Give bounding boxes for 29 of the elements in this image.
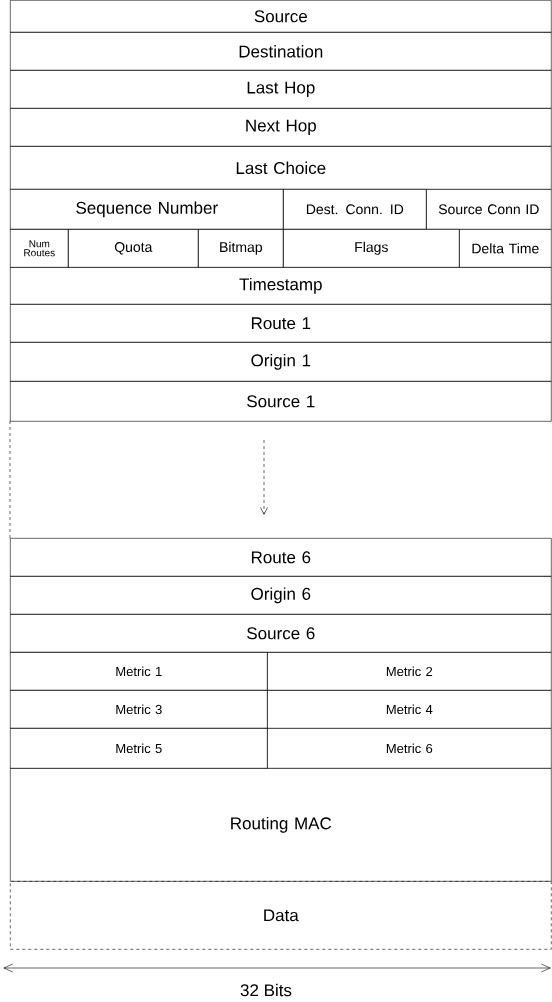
field-cell: Last Hop <box>10 70 552 109</box>
field-cell: Origin 1 <box>10 342 552 382</box>
field-cell: Quota <box>68 229 199 268</box>
field-cell: Num Routes <box>10 229 69 268</box>
field-cell: Metric 2 <box>267 652 552 691</box>
field-cell: Sequence Number <box>10 189 284 230</box>
field-cell: Source <box>10 0 552 33</box>
field-cell: Origin 6 <box>10 576 552 615</box>
field-cell: Metric 4 <box>267 690 552 729</box>
field-cell: Delta Time <box>459 229 552 268</box>
field-cell: Metric 5 <box>10 728 268 769</box>
field-cell: Destination <box>10 32 552 71</box>
field-cell: Route 6 <box>10 538 552 577</box>
field-cell: Routing MAC <box>10 768 552 882</box>
field-cell: Flags <box>283 229 460 268</box>
field-cell: Bitmap <box>198 229 284 268</box>
field-cell: Source 6 <box>10 614 552 653</box>
field-cell: Metric 1 <box>10 652 268 691</box>
field-cell: Last Choice <box>10 146 552 190</box>
field-cell: Timestamp <box>10 267 552 305</box>
field-cell: Next Hop <box>10 108 552 147</box>
field-cell: Route 1 <box>10 304 552 343</box>
field-cell: Source Conn ID <box>426 189 552 230</box>
field-cell: Metric 6 <box>267 728 552 769</box>
field-cell: Source 1 <box>10 381 552 422</box>
field-cell: Data <box>10 881 552 950</box>
field-cell: Metric 3 <box>10 690 268 729</box>
field-cell: Dest. Conn. ID <box>283 189 427 230</box>
dimension-label: 32 Bits <box>240 983 292 997</box>
